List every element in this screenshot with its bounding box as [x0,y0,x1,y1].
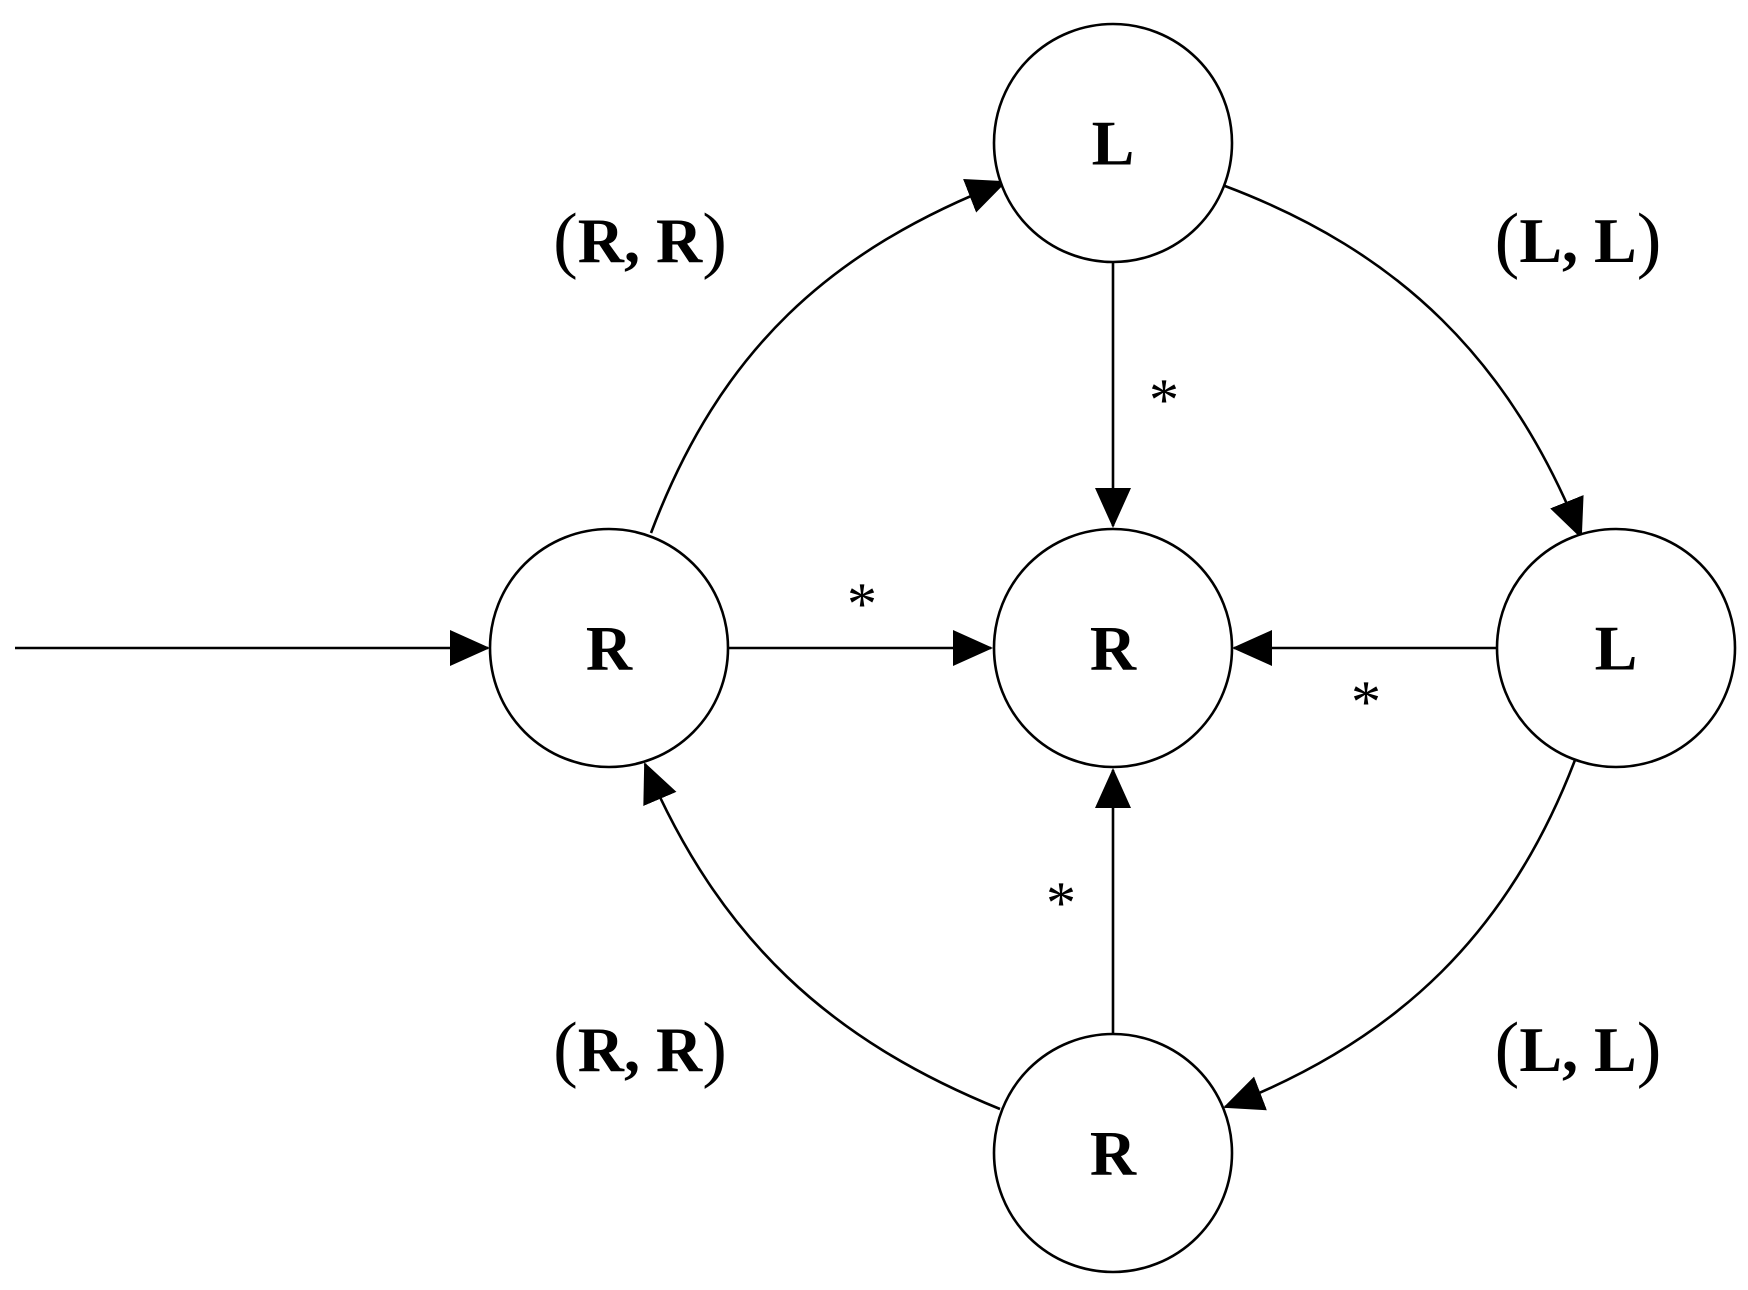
label-left-to-top: (R, R) [553,199,727,281]
label-top-to-center: * [1149,367,1179,433]
label-right-to-bottom-text: L, L [1519,1014,1636,1085]
label-left-to-center: * [847,571,877,637]
label-left-to-top-open-paren: ( [553,199,578,281]
node-bottom: R [992,1032,1234,1274]
edge-left-to-top [649,178,1007,534]
label-bottom-to-left-text: R, R [578,1014,703,1085]
label-bottom-to-center: * [1046,870,1076,936]
node-left: R [488,527,730,769]
label-left-to-top-close-paren: ) [702,199,727,281]
label-right-to-bottom-close-paren: ) [1637,1008,1662,1090]
node-left-label: R [586,613,633,684]
node-center: R [992,527,1234,769]
node-left-circle [488,527,730,769]
label-top-to-right-close-paren: ) [1637,199,1662,281]
label-top-to-right: (L, L) [1495,199,1662,281]
edge-right-to-bottom [1223,759,1577,1111]
label-bottom-to-left: (R, R) [553,1008,727,1090]
label-right-to-bottom: (L, L) [1495,1008,1662,1090]
label-right-to-bottom-open-paren: ( [1495,1008,1520,1090]
label-left-to-top-text: R, R [578,205,703,276]
node-top-label: L [1092,108,1135,179]
node-top-circle [992,22,1234,264]
node-bottom-label: R [1090,1118,1137,1189]
label-bottom-to-left-close-paren: ) [702,1008,727,1090]
label-right-to-center: * [1351,669,1381,735]
label-bottom-to-left-open-paren: ( [553,1008,578,1090]
node-center-label: R [1090,613,1137,684]
edge-top-to-right [1224,184,1584,539]
node-right-label: L [1595,613,1638,684]
label-top-to-right-open-paren: ( [1495,199,1520,281]
edge-bottom-to-left [643,762,1001,1111]
node-center-circle [992,527,1234,769]
label-top-to-right-text: L, L [1519,205,1636,276]
node-bottom-circle [992,1032,1234,1274]
node-right: L [1495,527,1737,769]
node-top: L [992,22,1234,264]
node-right-circle [1495,527,1737,769]
